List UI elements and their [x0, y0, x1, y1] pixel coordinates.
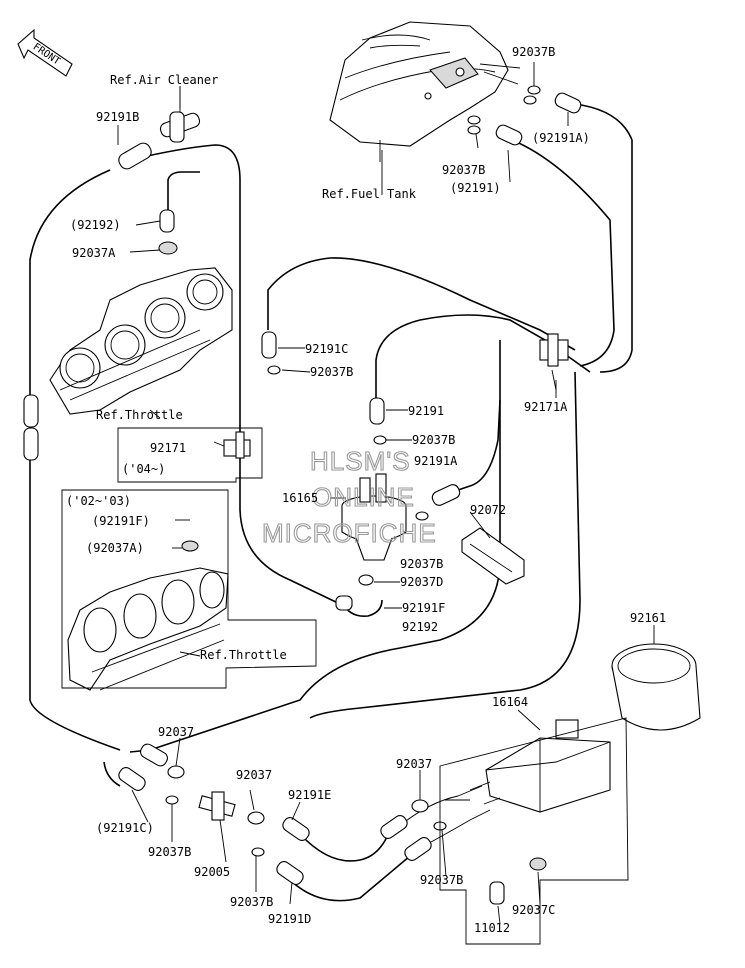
hose-end-pieces: [23, 92, 582, 905]
part-11012: 11012: [474, 921, 510, 935]
hose-right-descend: [309, 371, 581, 719]
part-92191C-paren: (92191C): [96, 821, 154, 835]
part-92191F-paren: (92191F): [92, 514, 150, 528]
part-92037A: 92037A: [72, 246, 116, 260]
part-92037-left: 92037: [158, 725, 194, 739]
hose-92191E: [299, 829, 391, 862]
throttle-body-top: [49, 267, 233, 415]
watermark: HLSM'S ONLINE MICROFICHE: [261, 445, 437, 548]
hose-92191C-bottom: [103, 761, 121, 787]
hose-right-inner: [511, 139, 615, 367]
part-92005: 92005: [194, 865, 230, 879]
part-92191: 92191: [408, 404, 444, 418]
hose-inner-loop: [375, 314, 591, 398]
part-92191C: 92191C: [305, 342, 348, 356]
fuel-tank-drawing: [329, 21, 521, 147]
watermark-line-3: MICROFICHE: [262, 518, 437, 548]
part-92191-paren: (92191): [450, 181, 501, 195]
part-92171A: 92171A: [524, 400, 568, 414]
hose-big-loop: [267, 257, 576, 351]
ref-fuel-tank-label: Ref.Fuel Tank: [322, 187, 417, 201]
part-92171: 92171: [150, 441, 186, 455]
part-92037-right: 92037: [396, 757, 432, 771]
part-92037B-low: 92037B: [400, 557, 443, 571]
clamp-92171-icon: [223, 431, 251, 459]
watermark-line-1: HLSM'S: [310, 446, 411, 476]
part-92191D: 92191D: [268, 912, 311, 926]
part-92037B-bottom-left: 92037B: [148, 845, 191, 859]
hose-left-inner: [129, 144, 341, 605]
part-92192-paren: (92192): [70, 218, 121, 232]
canister-16165: [341, 473, 407, 561]
part-92037D: 92037D: [400, 575, 443, 589]
front-arrow-icon: FRONT: [17, 28, 73, 77]
part-92037C: 92037C: [512, 903, 555, 917]
part-92037B-mid: 92037B: [310, 365, 353, 379]
group-boxes: [61, 427, 629, 945]
part-92072: 92072: [470, 503, 506, 517]
part-92191F: 92191F: [402, 601, 445, 615]
hose-92191D: [289, 855, 411, 902]
part-92037B-tank: 92037B: [442, 163, 485, 177]
fitting-92005: [198, 791, 236, 821]
hose-lower-loop: [129, 340, 501, 753]
part-92037B-canister: 92037B: [412, 433, 455, 447]
part-16165: 16165: [282, 491, 318, 505]
hose-right-tank: [574, 103, 633, 373]
ref-air-cleaner-label: Ref.Air Cleaner: [110, 73, 218, 87]
bracket-92072: [461, 527, 525, 585]
part-92161: 92161: [630, 611, 666, 625]
hose-92191A: [439, 399, 501, 497]
ref-throttle-bottom-label: Ref.Throttle: [200, 648, 287, 662]
hose-left-main: [29, 169, 121, 751]
part-92191E: 92191E: [288, 788, 331, 802]
hose-bottom-link: [401, 785, 483, 825]
canister-16164: [469, 719, 611, 813]
part-92037B-bottom-mid: 92037B: [230, 895, 273, 909]
part-92192: 92192: [402, 620, 438, 634]
hose-throttle-up: [167, 171, 200, 212]
part-92191B: 92191B: [96, 110, 139, 124]
cover-92161: [611, 643, 701, 731]
part-92191A: 92191A: [414, 454, 458, 468]
part-92037-mid: 92037: [236, 768, 272, 782]
air-cleaner-connector: [159, 86, 201, 143]
clip-icons: [158, 85, 547, 871]
ref-throttle-top-label: Ref.Throttle: [96, 408, 183, 422]
throttle-body-bottom: [67, 567, 229, 691]
part-92037A-paren: (92037A): [86, 541, 144, 555]
part-92191A-paren: (92191A): [532, 131, 590, 145]
year-02-03-label: ('02~'03): [66, 494, 131, 508]
leader-lines: [117, 62, 655, 925]
part-92037B-top: 92037B: [512, 45, 555, 59]
part-16164: 16164: [492, 695, 528, 709]
year-04-label: ('04~): [122, 462, 165, 476]
part-92037B-bottom-right: 92037B: [420, 873, 463, 887]
clamp-92171A-icon: [539, 333, 569, 391]
watermark-line-2: ONLINE: [312, 482, 415, 512]
